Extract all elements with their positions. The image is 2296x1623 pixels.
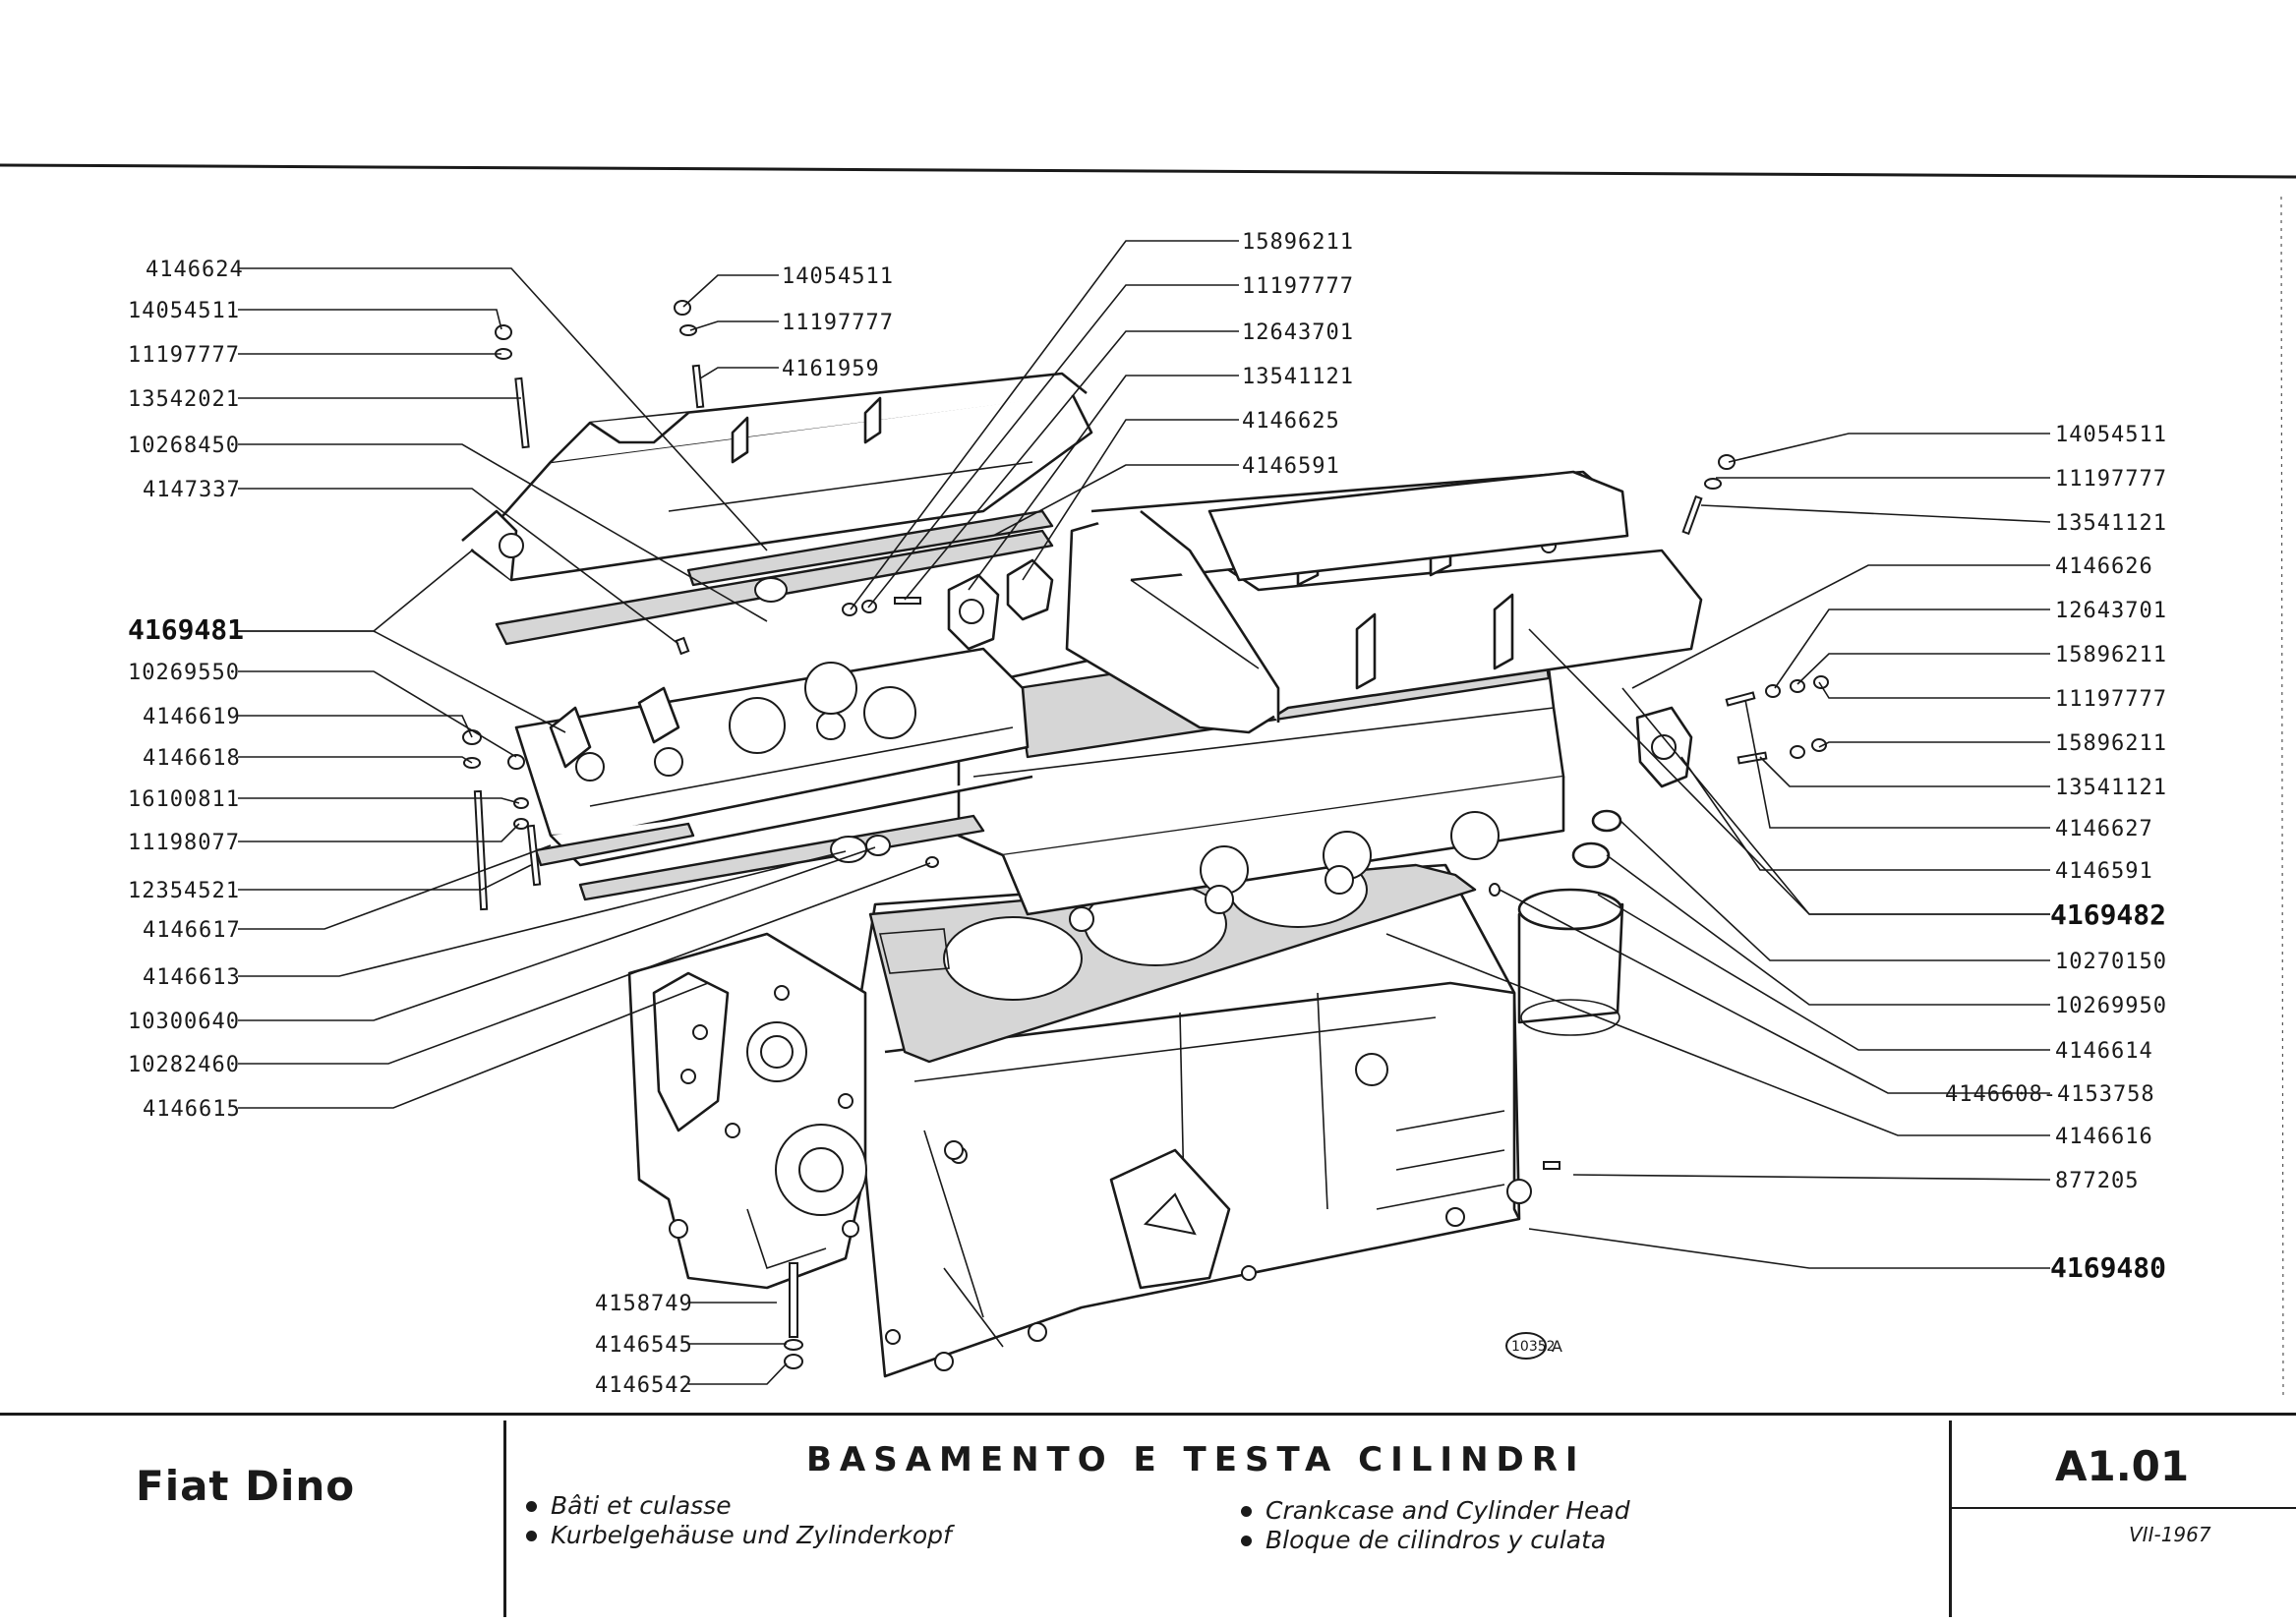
part-label-l5: 10268450 [128,434,240,458]
title-block-divider-right [1949,1420,1952,1617]
part-label-r19: 4169480 [2050,1251,2166,1284]
title-block-divider-code [1952,1507,2296,1509]
part-label-l11: 16100811 [128,787,240,812]
part-label-r16: 4146608-4153758 [1945,1082,2155,1107]
part-label-r2: 11197777 [2055,467,2167,492]
cam-cover-right-far [1207,470,1629,582]
part-label-b1: 4158749 [595,1292,693,1316]
title-block: Fiat Dino BASAMENTO E TESTA CILINDRI Bât… [0,1413,2296,1623]
part-label-l10: 4146618 [143,746,241,771]
top-border-rule [0,163,2296,179]
left-part-labels: 4146624 14054511 11197777 13542021 10268… [128,258,244,1122]
part-label-c3: 12643701 [1242,320,1354,345]
figure-ref-suffix: A [1552,1337,1562,1356]
part-label-c4: 13541121 [1242,365,1354,389]
subtitle-en-text: Crankcase and Cylinder Head [1266,1496,1630,1525]
part-label-r7: 11197777 [2055,687,2167,712]
part-label-l8: 10269550 [128,661,240,685]
sheet-code: A1.01 [2055,1442,2190,1490]
part-label-r1: 14054511 [2055,423,2167,447]
subtitle-es: Bloque de cilindros y culata [1241,1526,1606,1554]
part-label-c1: 15896211 [1242,230,1354,255]
timing-cover [627,932,964,1290]
subtitle-de: Kurbelgehäuse und Zylinderkopf [526,1521,952,1549]
bullet-icon [526,1501,537,1512]
part-label-c6: 4146591 [1242,454,1340,479]
part-label-l13: 12354521 [128,879,240,903]
top-part-labels: 14054511 11197777 4161959 [782,264,894,381]
part-label-l14: 4146617 [143,918,241,943]
figure-ref-number: 10352 [1511,1339,1556,1355]
part-label-r8: 15896211 [2055,731,2167,756]
part-label-l2: 14054511 [128,299,240,323]
leader-lines [238,240,2051,1385]
vehicle-make: Fiat Dino [136,1462,356,1510]
sheet-date: VII-1967 [2129,1523,2211,1546]
part-label-r17: 4146616 [2055,1125,2153,1149]
exhaust-flanges [947,558,1693,788]
bottom-part-labels: 4158749 4146545 4146542 [595,1292,693,1398]
subtitle-en: Crankcase and Cylinder Head [1241,1496,1630,1525]
part-label-r11: 4146591 [2055,859,2153,884]
part-label-l16: 10300640 [128,1010,240,1034]
part-label-r14: 10269950 [2055,994,2167,1018]
part-label-b2: 4146545 [595,1333,693,1358]
part-label-t1: 14054511 [782,264,894,289]
title-block-divider-left [503,1420,506,1617]
part-label-c5: 4146625 [1242,409,1340,434]
center-part-labels: 15896211 11197777 12643701 13541121 4146… [1242,230,1354,479]
part-label-l12: 11198077 [128,831,240,855]
bullet-icon [526,1531,537,1541]
subtitle-de-text: Kurbelgehäuse und Zylinderkopf [551,1521,952,1549]
engine-illustration [461,300,1829,1378]
part-label-c2: 11197777 [1242,274,1354,299]
title-block-rule [0,1413,2296,1416]
part-label-l7: 4169481 [128,613,244,646]
part-label-r15: 4146614 [2055,1039,2153,1064]
part-label-r18: 877205 [2055,1169,2139,1193]
part-label-l18: 4146615 [143,1097,241,1122]
part-label-l9: 4146619 [143,705,241,729]
part-label-r13: 10270150 [2055,950,2167,974]
part-label-r3: 13541121 [2055,511,2167,536]
cam-cover-left [461,372,1093,582]
part-label-l15: 4146613 [143,965,241,990]
cylinder-liner [1517,809,1624,1036]
figure-reference: 10352 A [1505,1332,1562,1360]
fasteners [462,300,1829,1369]
part-label-r5: 12643701 [2055,599,2167,623]
part-label-l4: 13542021 [128,387,240,412]
part-label-r10: 4146627 [2055,817,2153,841]
part-label-r6: 15896211 [2055,643,2167,667]
right-part-labels: 14054511 11197777 13541121 4146626 12643… [1945,423,2167,1284]
part-label-l3: 11197777 [128,343,240,368]
part-label-t3: 4161959 [782,357,880,381]
sheet-title: BASAMENTO E TESTA CILINDRI [806,1440,1586,1479]
part-label-r12: 4169482 [2050,898,2166,931]
part-label-l17: 10282460 [128,1053,240,1077]
cylinder-head-left [514,647,1033,867]
part-label-b3: 4146542 [595,1373,693,1398]
subtitle-fr: Bâti et culasse [526,1491,732,1520]
subtitle-fr-text: Bâti et culasse [551,1491,732,1520]
subtitle-es-text: Bloque de cilindros y culata [1266,1526,1607,1554]
part-label-t2: 11197777 [782,311,894,335]
bullet-icon [1241,1536,1252,1546]
part-label-r4: 4146626 [2055,554,2153,579]
part-label-l1: 4146624 [146,258,244,282]
part-label-l6: 4147337 [143,478,241,502]
part-label-r9: 13541121 [2055,776,2167,800]
bullet-icon [1241,1506,1252,1517]
